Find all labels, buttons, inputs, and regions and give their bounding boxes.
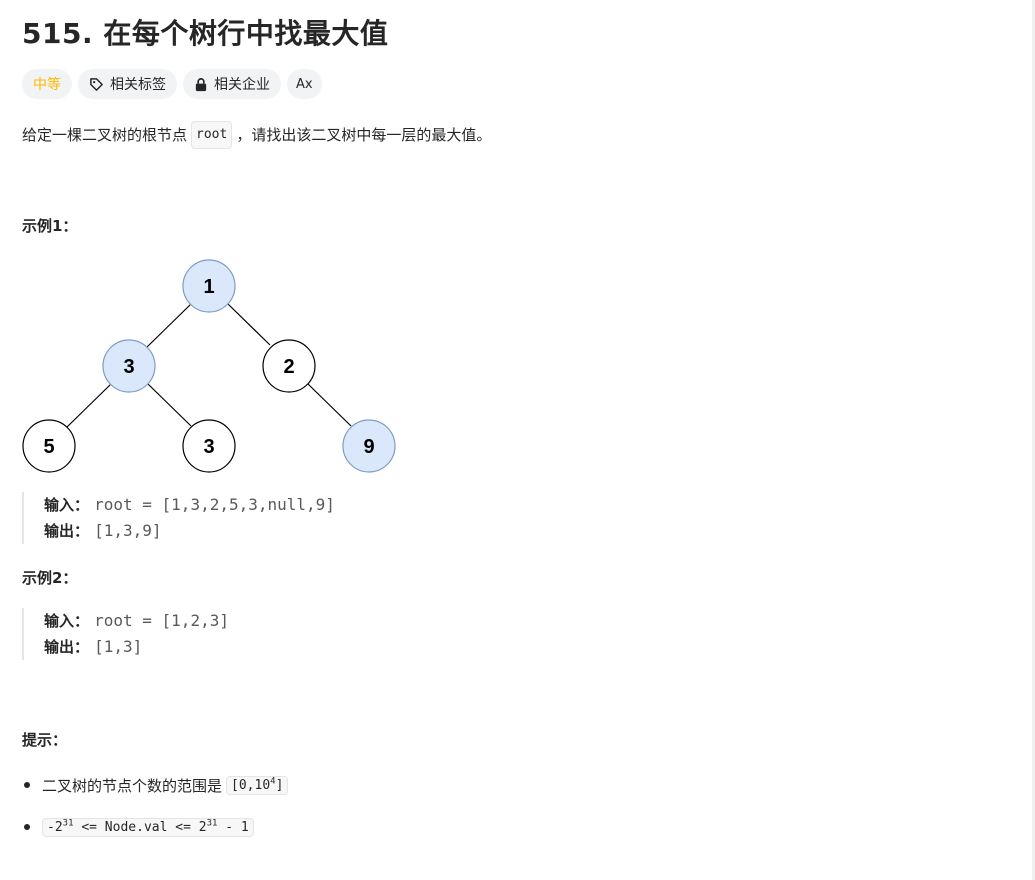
- tag-row: 中等 相关标签 相关企业 Ax: [22, 69, 322, 99]
- example1-input-line: 输入： root = [1,3,2,5,3,null,9]: [44, 492, 335, 518]
- related-tags-button[interactable]: 相关标签: [78, 69, 177, 99]
- related-companies-label: 相关企业: [214, 77, 270, 93]
- svg-text:1: 1: [203, 276, 214, 298]
- hint1-code: [0,104]: [226, 775, 289, 795]
- problem-title: 515. 在每个树行中找最大值: [22, 17, 389, 50]
- svg-text:2: 2: [283, 356, 294, 378]
- output-value: [1,3]: [94, 637, 143, 656]
- tree-node: 5: [22, 419, 76, 473]
- hint1-text: 二叉树的节点个数的范围是: [42, 776, 223, 795]
- example1-output-line: 输出： [1,3,9]: [44, 518, 335, 544]
- description-text-before: 给定一棵二叉树的根节点: [22, 126, 188, 144]
- svg-text:9: 9: [363, 436, 374, 458]
- tag-icon: [90, 77, 103, 91]
- tree-node: 3: [102, 339, 156, 393]
- svg-text:5: 5: [43, 436, 54, 458]
- output-label: 输出：: [44, 638, 90, 656]
- description-text-after: ，请找出该二叉树中每一层的最大值。: [236, 126, 492, 144]
- example1-tree-diagram: 1 3 2 5 3 9: [22, 259, 396, 473]
- input-label: 输入：: [44, 496, 90, 514]
- hints-list: 二叉树的节点个数的范围是 [0,104] -231 <= Node.val <=…: [22, 770, 292, 854]
- svg-text:3: 3: [203, 436, 214, 458]
- description-code: root: [191, 121, 233, 149]
- example2-heading: 示例2：: [22, 569, 78, 587]
- translate-icon: Ax: [296, 76, 313, 92]
- hints-heading: 提示：: [22, 731, 68, 749]
- input-value: root = [1,3,2,5,3,null,9]: [94, 495, 335, 514]
- problem-description: 给定一棵二叉树的根节点 root ，请找出该二叉树中每一层的最大值。: [22, 121, 491, 149]
- list-item: -231 <= Node.val <= 231 - 1: [22, 812, 292, 842]
- example2-output-line: 输出： [1,3]: [44, 634, 229, 660]
- example1-io: 输入： root = [1,3,2,5,3,null,9] 输出： [1,3,9…: [22, 492, 335, 544]
- scrollbar-track[interactable]: [1032, 0, 1035, 880]
- output-value: [1,3,9]: [94, 521, 162, 540]
- related-companies-button[interactable]: 相关企业: [183, 69, 281, 99]
- tree-node: 3: [182, 419, 236, 473]
- example2-input-line: 输入： root = [1,2,3]: [44, 608, 229, 634]
- output-label: 输出：: [44, 522, 90, 540]
- related-tags-label: 相关标签: [110, 77, 166, 93]
- input-label: 输入：: [44, 612, 90, 630]
- example1-heading: 示例1：: [22, 217, 78, 235]
- difficulty-badge: 中等: [22, 69, 72, 99]
- translate-button[interactable]: Ax: [287, 69, 322, 99]
- tree-node: 2: [262, 339, 316, 393]
- tree-node: 9: [342, 419, 396, 473]
- svg-text:3: 3: [123, 356, 134, 378]
- example2-io: 输入： root = [1,2,3] 输出： [1,3]: [22, 608, 229, 660]
- input-value: root = [1,2,3]: [94, 611, 229, 630]
- tree-node: 1: [182, 259, 236, 313]
- hint2-code: -231 <= Node.val <= 231 - 1: [42, 817, 254, 837]
- list-item: 二叉树的节点个数的范围是 [0,104]: [22, 770, 292, 800]
- lock-icon: [195, 77, 207, 91]
